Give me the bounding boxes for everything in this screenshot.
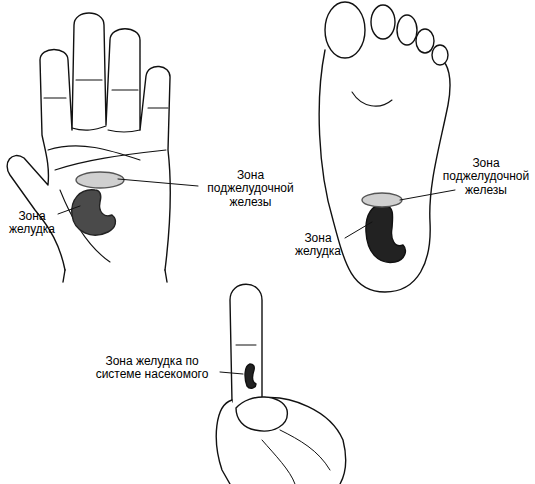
toe <box>432 45 448 65</box>
zone-label: Зона поджелудочной железы <box>440 157 532 197</box>
toe <box>371 5 395 39</box>
pancreas-zone <box>76 172 124 188</box>
finger-creases <box>236 345 330 484</box>
stomach-zone <box>245 364 256 388</box>
toe <box>397 15 417 45</box>
leader-line <box>118 179 198 186</box>
finger-outline <box>230 284 262 402</box>
foot-arch <box>352 92 392 106</box>
zone-label: Зона поджелудочной железы <box>203 169 298 209</box>
leader-line <box>400 190 455 200</box>
leader-line <box>345 222 372 238</box>
zone-label: Зона желудка по системе насекомого <box>88 355 216 382</box>
toe <box>325 2 365 58</box>
thumb <box>236 397 287 431</box>
pancreas-zone <box>362 193 402 207</box>
toe <box>416 29 434 53</box>
leader-line <box>220 372 243 374</box>
stomach-zone <box>366 205 405 263</box>
palm-lines <box>44 80 168 262</box>
zone-label: Зона желудка <box>2 210 62 237</box>
leader-line <box>58 206 80 214</box>
stomach-zone <box>72 190 116 235</box>
hand-wrist <box>63 270 167 282</box>
fist-outline <box>216 398 345 484</box>
zone-label: Зона желудка <box>288 232 348 259</box>
